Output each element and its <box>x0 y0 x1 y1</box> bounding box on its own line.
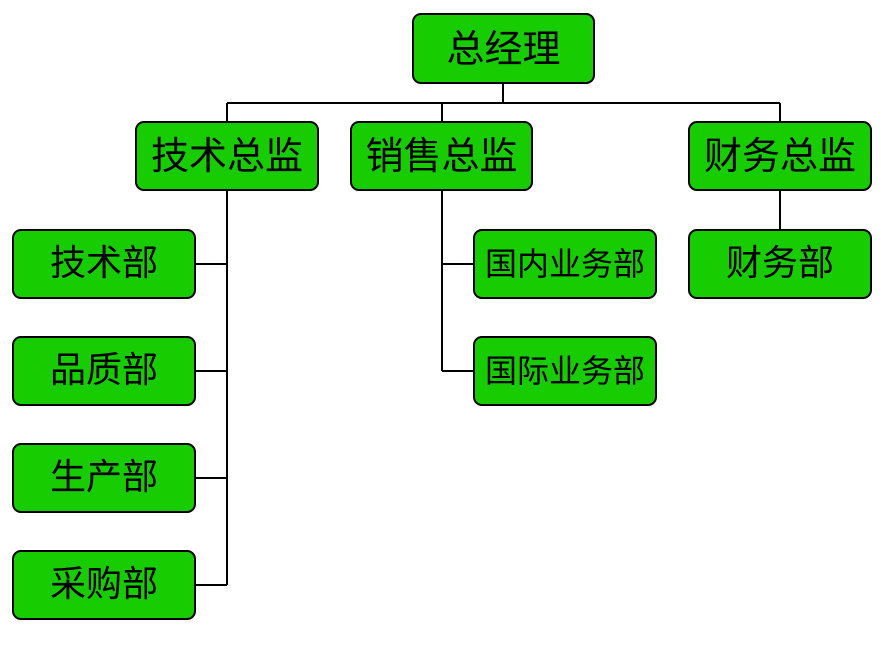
node-quality-dept: 品质部 <box>12 336 196 406</box>
node-tech-director: 技术总监 <box>135 121 319 191</box>
node-finance-director: 财务总监 <box>688 121 872 191</box>
node-tech-dept: 技术部 <box>12 229 196 299</box>
node-production-dept: 生产部 <box>12 443 196 513</box>
node-international-sales-dept: 国际业务部 <box>473 336 657 406</box>
node-finance-dept: 财务部 <box>688 229 872 299</box>
node-ceo: 总经理 <box>412 13 595 84</box>
node-domestic-sales-dept: 国内业务部 <box>473 229 657 299</box>
node-sales-director: 销售总监 <box>350 121 533 191</box>
node-purchasing-dept: 采购部 <box>12 550 196 620</box>
